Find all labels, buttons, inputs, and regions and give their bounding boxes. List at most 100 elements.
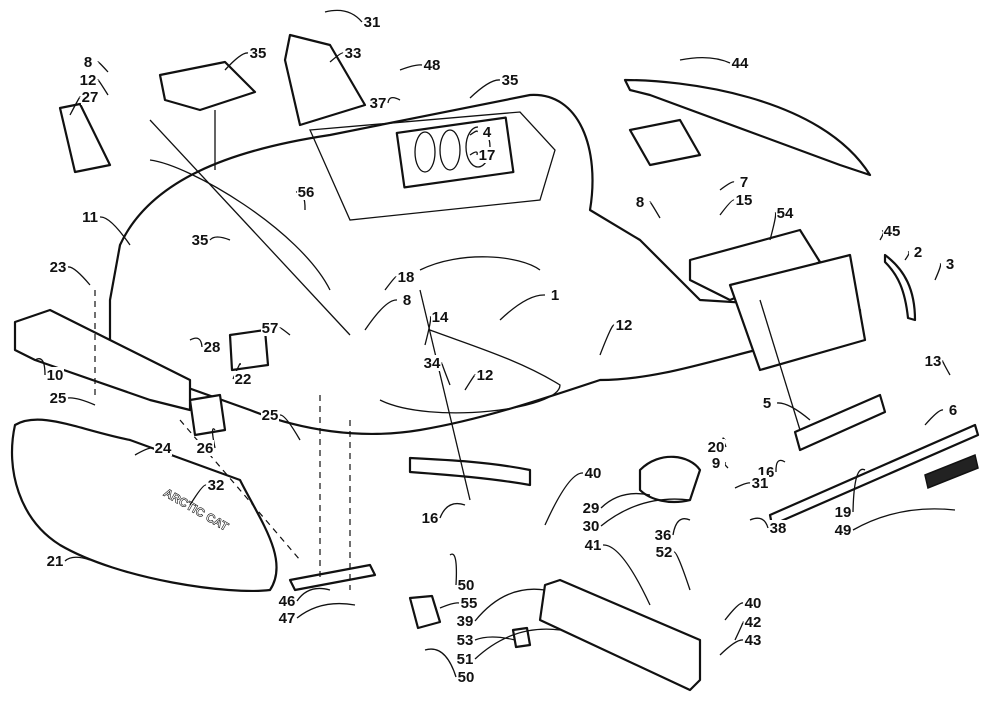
leader-line <box>934 263 942 281</box>
callout-number: 52 <box>656 544 673 561</box>
callout-21: 21 <box>46 553 91 570</box>
callout-number: 2 <box>914 244 922 261</box>
callout-backdrop <box>207 477 225 493</box>
bellows-grip <box>638 455 702 504</box>
leader-line <box>769 212 777 241</box>
callout-backdrop <box>478 147 496 163</box>
leader-line <box>474 636 516 641</box>
callout-number: 23 <box>50 259 67 276</box>
leader-line <box>189 337 203 348</box>
leader-line <box>749 517 769 529</box>
headlight-housing <box>283 33 367 127</box>
callout-backdrop <box>249 45 267 61</box>
callout-16: 16 <box>421 502 466 527</box>
callout-number: 55 <box>461 595 478 612</box>
callout-backdrop <box>456 632 474 648</box>
callout-number: 41 <box>585 537 602 554</box>
callout-number: 39 <box>457 613 474 630</box>
leader-line <box>600 498 691 527</box>
callout-25: 25 <box>49 390 96 407</box>
callout-number: 31 <box>364 14 381 31</box>
callout-14: 14 <box>424 309 449 346</box>
callout-number: 51 <box>457 651 474 668</box>
callout-number: 35 <box>192 232 209 249</box>
callout-number: 7 <box>740 174 748 191</box>
callout-backdrop <box>369 95 387 111</box>
leader-line <box>649 201 661 219</box>
callout-backdrop <box>751 475 769 491</box>
callout-number: 54 <box>777 205 794 222</box>
callout-36: 36 <box>654 518 691 544</box>
callout-backdrop <box>398 292 416 308</box>
leader-line <box>384 276 397 291</box>
callout-number: 3 <box>946 256 954 273</box>
callout-number: 1 <box>551 287 559 304</box>
callout-backdrop <box>191 232 209 248</box>
callout-number: 5 <box>763 395 771 412</box>
callout-2: 2 <box>904 244 927 261</box>
callout-number: 34 <box>424 355 441 372</box>
callout-backdrop <box>883 223 901 239</box>
callout-23: 23 <box>49 259 91 286</box>
callout-11: 11 <box>81 209 131 246</box>
lower-support-bracket <box>538 578 702 692</box>
callout-backdrop <box>278 593 296 609</box>
callout-52: 52 <box>655 544 691 591</box>
callout-backdrop <box>476 367 494 383</box>
callout-backdrop <box>744 614 762 630</box>
callout-54: 54 <box>769 205 794 241</box>
callout-backdrop <box>735 174 753 190</box>
callout-number: 19 <box>835 504 852 521</box>
callout-25: 25 <box>261 407 301 441</box>
leader-line <box>599 324 615 356</box>
callout-number: 47 <box>279 610 296 627</box>
callout-number: 56 <box>298 184 315 201</box>
callout-backdrop <box>81 89 99 105</box>
callout-15: 15 <box>719 192 753 216</box>
callout-32: 32 <box>189 477 225 506</box>
callout-backdrop <box>46 553 64 569</box>
front-bar <box>408 456 532 487</box>
callout-number: 48 <box>424 57 441 74</box>
callout-27: 27 <box>69 89 99 116</box>
callout-1: 1 <box>499 287 564 321</box>
callout-backdrop <box>234 371 252 387</box>
callout-number: 30 <box>583 518 600 535</box>
callout-number: 10 <box>47 367 64 384</box>
callout-number: 13 <box>925 353 942 370</box>
callout-backdrop <box>261 320 279 336</box>
side-rail <box>793 393 887 452</box>
callout-46: 46 <box>278 587 331 610</box>
callout-backdrop <box>397 269 415 285</box>
callout-backdrop <box>196 440 214 456</box>
leader-line <box>776 402 811 421</box>
callout-backdrop <box>363 14 381 30</box>
callout-backdrop <box>834 504 852 520</box>
callout-backdrop <box>423 355 441 371</box>
air-intake-boot <box>58 102 112 174</box>
callout-backdrop <box>582 500 600 516</box>
leader-line <box>600 492 651 509</box>
callout-backdrop <box>735 192 753 208</box>
callout-12: 12 <box>79 72 109 96</box>
callout-backdrop <box>654 527 672 543</box>
callout-37: 37 <box>369 95 401 112</box>
callout-number: 29 <box>583 500 600 517</box>
callout-backdrop <box>584 465 602 481</box>
callout-50: 50 <box>449 553 475 594</box>
leader-line <box>679 56 731 64</box>
callout-number: 31 <box>752 475 769 492</box>
callout-backdrop <box>582 518 600 534</box>
leader-line <box>424 316 432 346</box>
leader-line <box>469 130 478 136</box>
callout-backdrop <box>344 45 362 61</box>
callout-number: 50 <box>458 669 475 686</box>
leader-line <box>67 266 91 286</box>
callout-22: 22 <box>232 362 252 388</box>
leader-line <box>474 588 546 622</box>
leader-line <box>852 468 866 513</box>
leader-line <box>399 64 423 71</box>
callout-53: 53 <box>456 632 516 649</box>
leader-line <box>296 587 331 602</box>
